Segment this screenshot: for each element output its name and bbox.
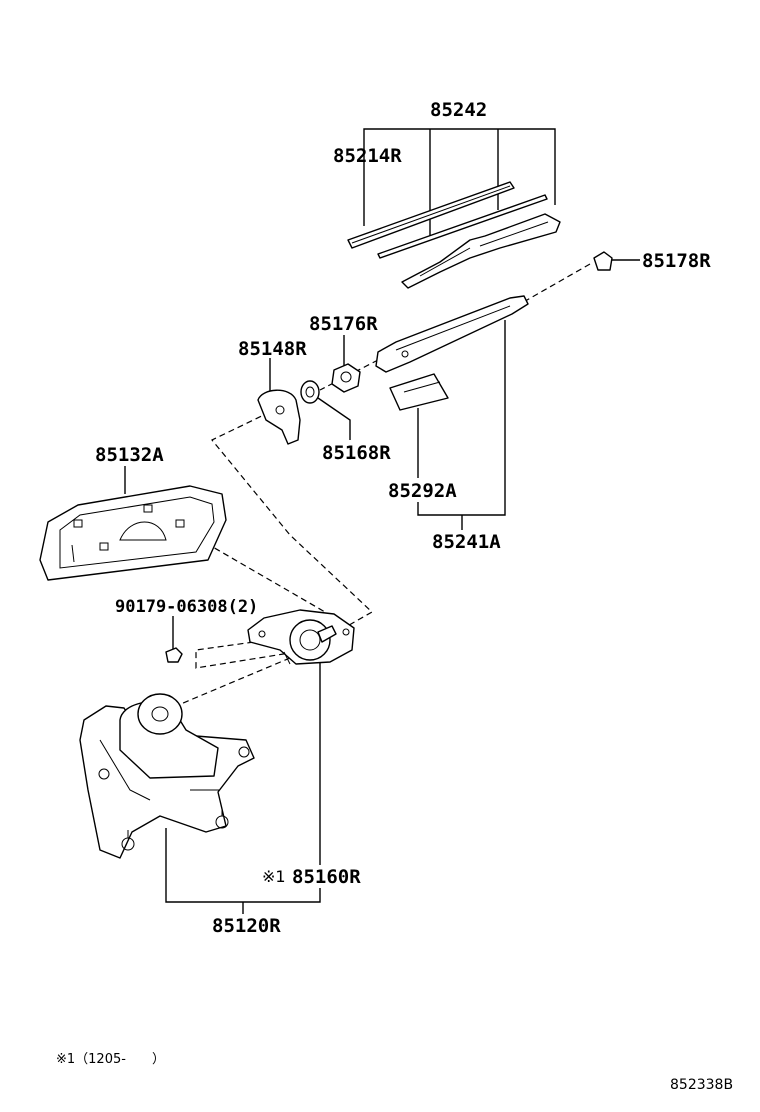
label-85241A: 85241A (432, 531, 501, 553)
cap-85178R (593, 251, 613, 271)
label-85120R: 85120R (212, 915, 281, 937)
wiper-blade-assembly (347, 181, 561, 289)
washer-85168R (300, 380, 320, 404)
nut-85176R (331, 363, 361, 393)
label-85292A: 85292A (388, 480, 457, 502)
blade-frame (401, 213, 561, 289)
label-85132A: 85132A (95, 444, 164, 466)
blade-backing (377, 194, 548, 259)
motor-85160R (247, 609, 355, 665)
bolt-90179 (165, 647, 183, 663)
leader-lines (124, 128, 640, 914)
label-85148R: 85148R (238, 338, 307, 360)
label-85178R: 85178R (642, 250, 711, 272)
label-85160R-mark: ※1 (262, 867, 286, 886)
diagram-code: 852338B (670, 1077, 733, 1093)
label-85168R: 85168R (322, 442, 391, 464)
cap-85148R (257, 389, 301, 445)
bracket-85120R (79, 693, 255, 859)
wiper-arm (375, 295, 529, 373)
label-85160R: 85160R (292, 866, 361, 888)
arm-cover (389, 373, 449, 411)
label-85176R: 85176R (309, 313, 378, 335)
cover-85132A (39, 485, 227, 581)
label-85214R: 85214R (333, 145, 402, 167)
footnote: ※1（1205- ） (56, 1052, 165, 1067)
label-85242: 85242 (430, 99, 487, 121)
label-90179-06308: 90179-06308(2) (115, 597, 258, 617)
part-labels: 85242 85214R 85178R 85176R 85148R 85168R… (95, 99, 711, 937)
alignment-dashes (175, 263, 591, 707)
